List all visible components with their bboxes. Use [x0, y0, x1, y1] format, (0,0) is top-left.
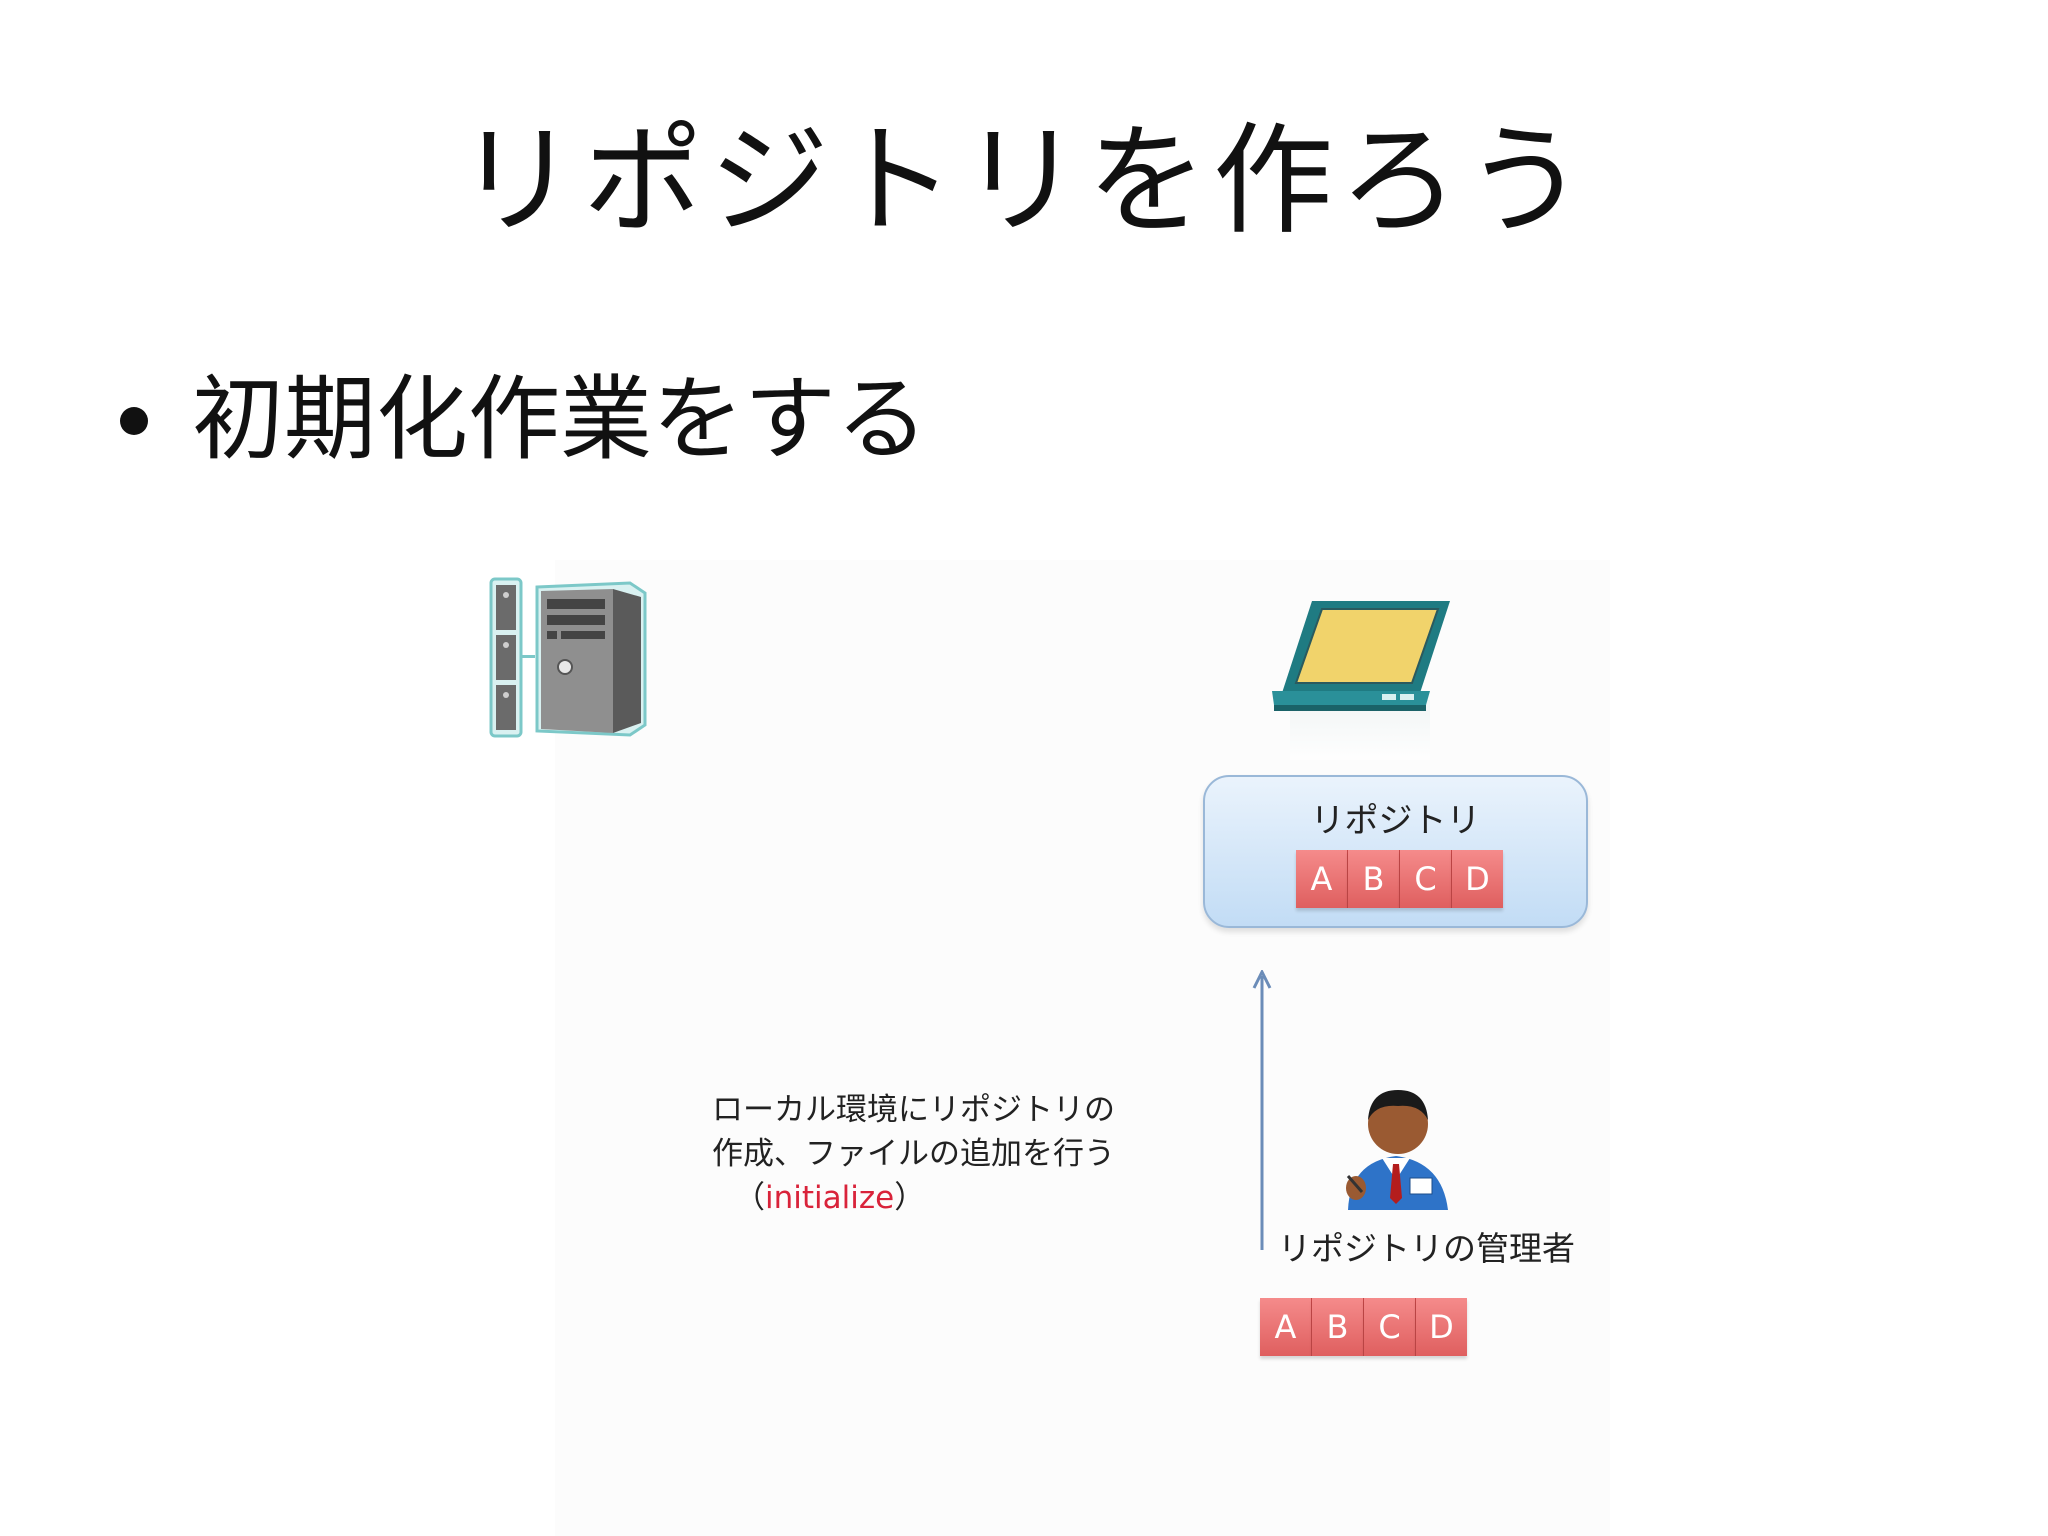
local-block-b: B: [1312, 1298, 1364, 1356]
repository-blocks: A B C D: [1296, 850, 1503, 908]
note-paren-open: （: [734, 1180, 765, 1216]
diagram-area: [555, 560, 1610, 1536]
repo-block-b: B: [1348, 850, 1400, 908]
server-icon: [489, 577, 647, 738]
bullet-item: 初期化作業をする: [120, 365, 928, 475]
arrow-up-icon: [1252, 970, 1272, 1250]
repo-block-d: D: [1452, 850, 1503, 908]
local-block-c: C: [1364, 1298, 1416, 1356]
bullet-dot-icon: [120, 407, 148, 436]
note-line-1: ローカル環境にリポジトリの: [712, 1092, 1115, 1128]
admin-label: リポジトリの管理者: [1278, 1229, 1575, 1268]
slide-title: リポジトリを作ろう: [457, 112, 1591, 251]
note-line-2: 作成、ファイルの追加を行う: [712, 1136, 1115, 1172]
local-blocks: A B C D: [1260, 1298, 1467, 1356]
initialize-note: ローカル環境にリポジトリの 作成、ファイルの追加を行う （initialize）: [712, 1088, 1115, 1220]
repository-box: リポジトリ: [1203, 775, 1588, 928]
repo-block-a: A: [1296, 850, 1348, 908]
repository-label: リポジトリ: [1310, 801, 1481, 841]
bullet-text: 初期化作業をする: [192, 366, 929, 473]
person-icon: [1346, 1090, 1448, 1210]
note-paren-close: ）: [894, 1180, 926, 1216]
initialize-keyword: initialize: [765, 1180, 895, 1216]
laptop-icon: [1272, 601, 1450, 711]
note-line-3: （initialize）: [712, 1176, 1115, 1220]
repo-block-c: C: [1400, 850, 1452, 908]
local-block-a: A: [1260, 1298, 1312, 1356]
local-block-d: D: [1416, 1298, 1467, 1356]
